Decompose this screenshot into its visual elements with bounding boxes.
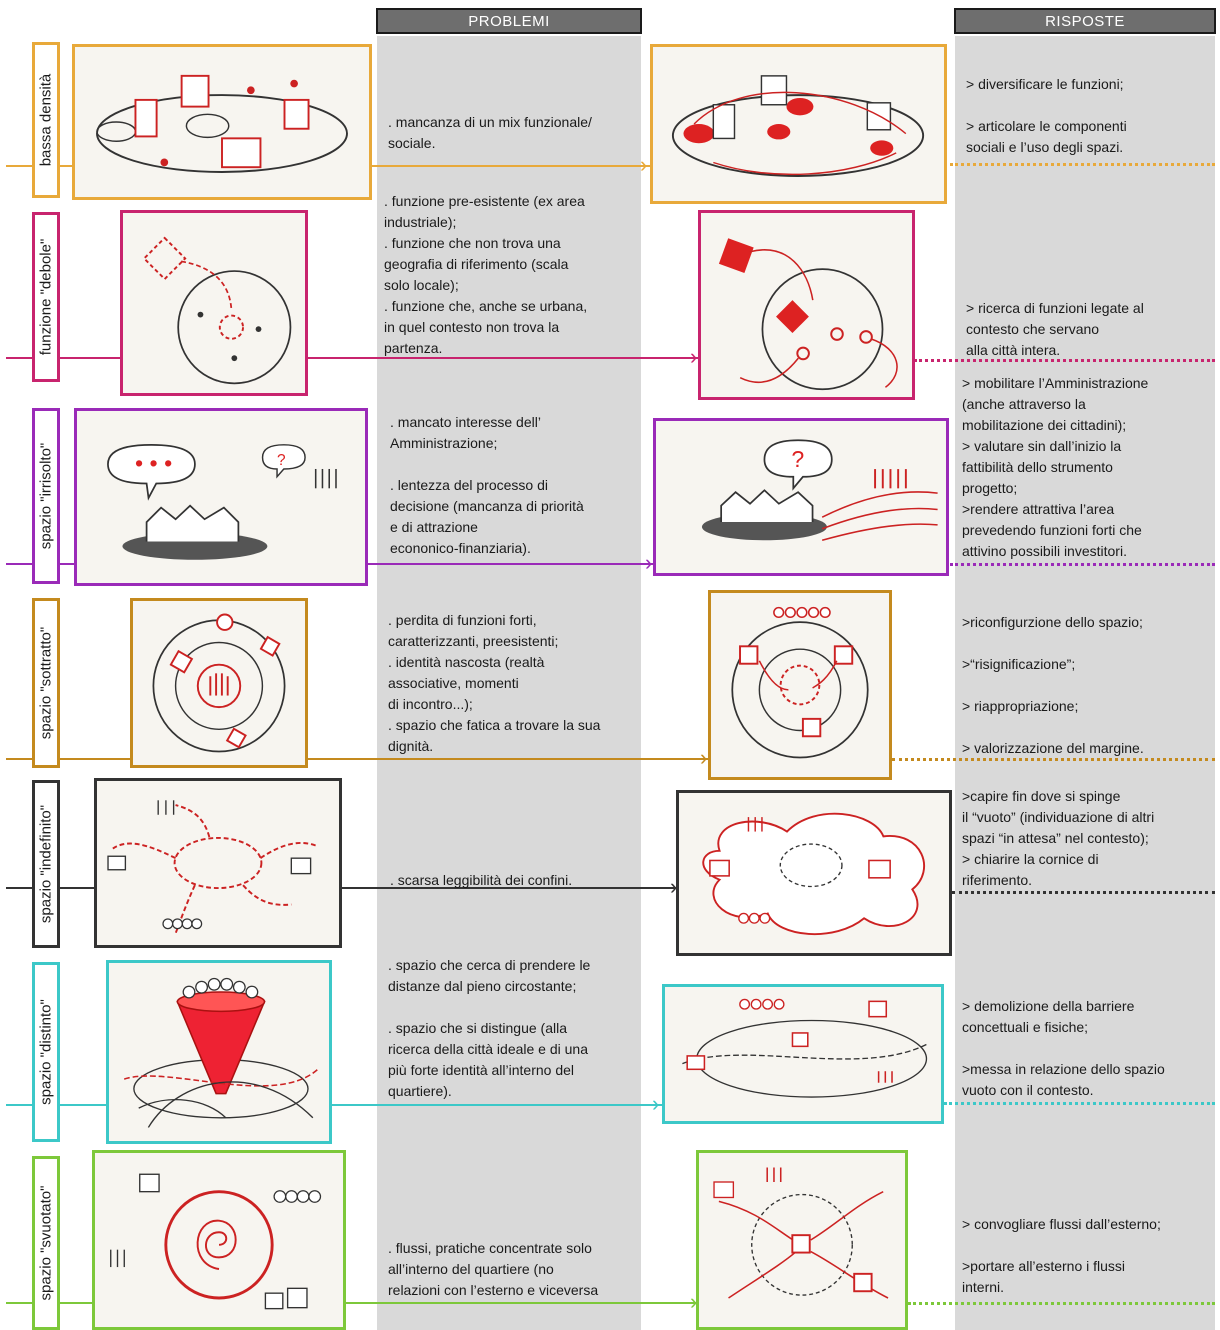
problem-sketch xyxy=(92,1150,346,1330)
arrow-icon: › xyxy=(670,874,678,899)
arrow-icon: › xyxy=(652,1091,660,1116)
problem-text: . funzione pre-esistente (ex area indust… xyxy=(384,193,588,356)
problem-sketch: • • • ? xyxy=(74,408,368,586)
problem-sketch xyxy=(72,44,372,200)
undefined-boundary-sketch xyxy=(107,800,319,934)
connector-dots xyxy=(914,359,1215,362)
answer-text: > demolizione della barriere concettuali… xyxy=(962,998,1165,1098)
category-label: spazio "svuotato" xyxy=(37,1185,55,1301)
svg-text:?: ? xyxy=(277,452,286,469)
answer-text: > ricerca di funzioni legate al contesto… xyxy=(966,300,1144,358)
category-tag: spazio "irrisolto" xyxy=(32,408,60,584)
answer-text: > convogliare flussi dall’esterno; >port… xyxy=(962,1216,1161,1295)
category-tag: bassa densità xyxy=(32,42,60,198)
arrow-icon: › xyxy=(700,745,708,770)
answer-text: >riconfigurzione dello spazio; >“risigni… xyxy=(962,614,1144,756)
category-label: spazio "indefinito" xyxy=(37,804,55,924)
weak-function-sketch xyxy=(142,236,292,385)
problem-text: . mancato interesse dell’ Amministrazion… xyxy=(390,414,584,556)
houses-sketch xyxy=(96,74,348,173)
category-tag: spazio "distinto" xyxy=(32,962,60,1142)
category-tag: spazio "svuotato" xyxy=(32,1156,60,1330)
answer-sketch xyxy=(698,210,915,400)
problem-text: . scarsa leggibilità dei confini. xyxy=(390,872,573,888)
problem-text: . mancanza di un mix funzionale/ sociale… xyxy=(388,114,592,151)
arrow-icon: › xyxy=(640,152,648,177)
answer-sketch xyxy=(650,44,947,204)
answer-text: > mobilitare l’Amministrazione (anche at… xyxy=(962,375,1149,559)
arrow-icon: › xyxy=(690,344,698,369)
unresolved-space-sketch: • • • ? xyxy=(107,443,337,560)
answer-sketch xyxy=(676,790,952,956)
connector-line xyxy=(6,1104,662,1106)
connector-dots xyxy=(892,758,1215,761)
problem-sketch xyxy=(130,598,308,768)
answer-text: > diversificare le funzioni; > articolar… xyxy=(966,76,1127,155)
connector-dots xyxy=(952,891,1215,894)
connector-dots xyxy=(950,163,1215,166)
funnel-sketch xyxy=(123,977,319,1128)
boundary-frame-sketch xyxy=(702,812,925,936)
connector-line xyxy=(6,887,680,889)
answer-sketch xyxy=(708,590,892,780)
connector-dots xyxy=(950,563,1215,566)
svg-text:• • •: • • • xyxy=(135,450,172,476)
houses-functions-sketch xyxy=(671,75,925,177)
category-label: spazio "distinto" xyxy=(37,999,55,1105)
arrow-icon: › xyxy=(690,1289,698,1314)
category-label: spazio "sottratto" xyxy=(37,626,55,740)
category-tag: spazio "indefinito" xyxy=(32,780,60,948)
emptied-space-sketch xyxy=(110,1173,322,1310)
function-network-sketch xyxy=(718,238,898,391)
connector-line xyxy=(6,758,710,760)
category-tag: funzione "debole" xyxy=(32,212,60,382)
category-tag: spazio "sottratto" xyxy=(32,598,60,768)
connector-dots xyxy=(944,1102,1215,1105)
problem-sketch xyxy=(120,210,308,396)
connector-line xyxy=(6,357,700,359)
category-label: bassa densità xyxy=(37,73,55,167)
answer-sketch xyxy=(696,1150,908,1330)
barrier-removal-sketch xyxy=(682,998,928,1098)
connector-dots xyxy=(908,1302,1215,1305)
problem-sketch xyxy=(94,778,342,948)
svg-text:?: ? xyxy=(791,446,804,472)
answers-column xyxy=(955,36,1215,1330)
subtracted-space-sketch xyxy=(152,613,286,753)
problem-text: . flussi, pratiche concentrate solo all’… xyxy=(388,1240,599,1298)
answer-sketch: ? xyxy=(653,418,949,576)
problems-column xyxy=(377,36,641,1330)
problems-header: PROBLEMI xyxy=(376,8,642,34)
answer-sketch xyxy=(662,984,944,1124)
reconfiguration-sketch xyxy=(731,606,869,759)
connector-line xyxy=(6,1302,700,1304)
problem-text: . perdita di funzioni forti, caratterizz… xyxy=(388,612,601,754)
category-label: funzione "debole" xyxy=(37,238,55,356)
attraction-sketch: ? xyxy=(701,439,938,542)
flows-sketch xyxy=(713,1167,889,1299)
answers-header: RISPOSTE xyxy=(954,8,1216,34)
category-label: spazio "irrisolto" xyxy=(37,442,55,550)
arrow-icon: › xyxy=(645,550,653,575)
problem-sketch xyxy=(106,960,332,1144)
problem-text: . spazio che cerca di prendere le distan… xyxy=(388,957,591,1099)
answer-text: >capire fin dove si spinge il “vuoto” (i… xyxy=(962,788,1155,888)
